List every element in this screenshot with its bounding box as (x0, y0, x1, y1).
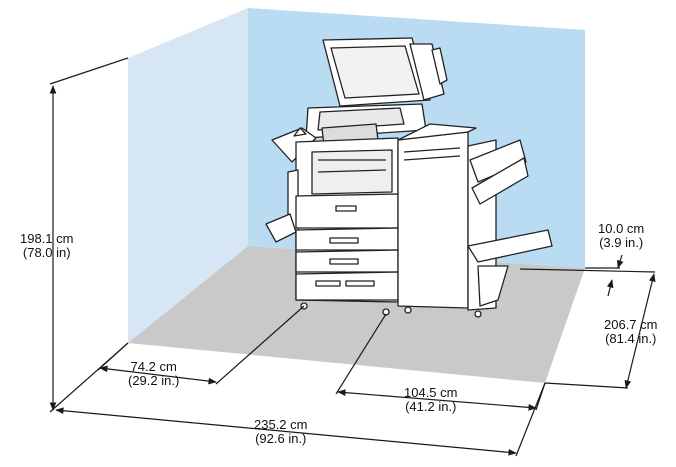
dimension-lines (49, 57, 656, 457)
clearance-arrow-top (617, 254, 624, 269)
total-width-extension-right (515, 382, 546, 457)
clearance-arrow-bottom (606, 279, 614, 297)
right-tray-floor (477, 265, 509, 307)
depth-arrow (99, 365, 217, 385)
side-depth-extension-bottom (544, 382, 629, 389)
machine-width-extension-left (335, 313, 387, 395)
left-output-tray (271, 127, 317, 163)
total-width-arrow (55, 407, 517, 456)
total-width-in: (92.6 in.) (255, 431, 307, 446)
depth-extension-left (97, 342, 129, 371)
height-in: (78.0 in) (22, 245, 71, 260)
height-cm: 198.1 cm (20, 231, 74, 246)
depth-extension-right (215, 305, 305, 385)
machine-width-arrow (337, 389, 537, 411)
total-width-cm: 235.2 cm (254, 417, 308, 432)
depth-cm: 74.2 cm (130, 359, 177, 374)
depth-label: 74.2 cm (29.2 in.) (128, 360, 179, 388)
machine-width-cm: 104.5 cm (404, 385, 458, 400)
height-label: 198.1 cm (78.0 in) (20, 232, 73, 260)
side-depth-arrow (624, 273, 656, 389)
right-tray-mid (471, 157, 529, 205)
clearance-cm: 10.0 cm (598, 221, 645, 236)
height-extension (49, 57, 129, 85)
side-depth-cm: 206.7 cm (604, 317, 658, 332)
right-tray-lower (467, 229, 553, 263)
machine-width-label: 104.5 cm (41.2 in.) (404, 386, 457, 414)
right-tray-top (469, 139, 527, 183)
total-width-label: 235.2 cm (92.6 in.) (254, 418, 307, 446)
clearance-label: 10.0 cm (3.9 in.) (598, 222, 644, 250)
clearance-extension-top (519, 268, 656, 273)
side-depth-label: 206.7 cm (81.4 in.) (604, 318, 657, 346)
printer-machine (265, 37, 553, 318)
machine-width-in: (41.2 in.) (405, 399, 457, 414)
left-wall (128, 8, 248, 343)
document-feeder (409, 43, 445, 101)
side-depth-in: (81.4 in.) (605, 331, 657, 346)
depth-in: (29.2 in.) (128, 373, 180, 388)
clearance-in: (3.9 in.) (599, 235, 644, 250)
machine-width-extension-right (535, 382, 546, 411)
